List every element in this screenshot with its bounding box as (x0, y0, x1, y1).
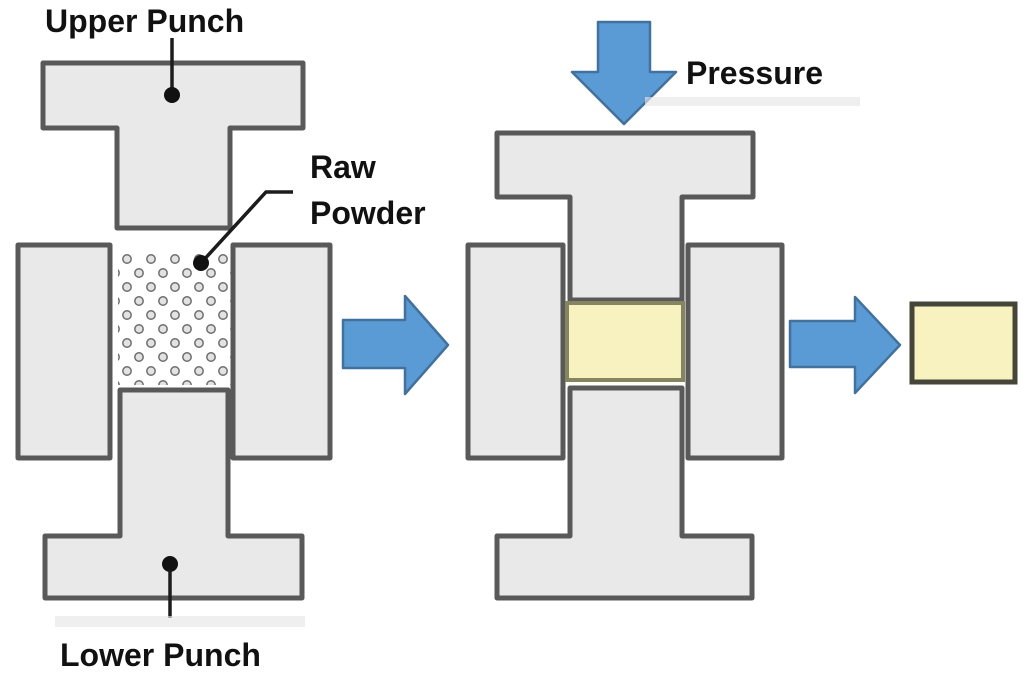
flow-arrow-right-1-icon (341, 294, 450, 396)
raw-powder-leader-line (199, 190, 293, 265)
lower-punch-leader-dot (162, 556, 178, 572)
upper-punch-label: Upper Punch (45, 3, 244, 39)
erased-text-artifact (55, 616, 305, 627)
raw-powder-label-line2: Powder (310, 195, 426, 231)
erased-text-artifact-2 (645, 97, 860, 106)
pressure-down-arrow-icon (570, 20, 678, 126)
die-right-shape (230, 242, 333, 461)
upper-punch-shape (40, 60, 306, 231)
die-left-pressed-shape (465, 242, 566, 461)
lower-punch-label: Lower Punch (60, 637, 261, 673)
die-right-pressed-shape (685, 242, 785, 461)
raw-powder-leader-dot (193, 255, 209, 271)
upper-punch-leader-dot (164, 87, 180, 103)
stage-die-filling: Upper Punch Raw Powder Lower Punch (15, 3, 426, 673)
pressure-label: Pressure (686, 55, 823, 91)
stage-ejected-compact (909, 301, 1018, 385)
ejected-pellet-shape (909, 301, 1018, 385)
raw-powder-fill (118, 252, 231, 385)
stage-compaction: Pressure (465, 20, 860, 601)
die-left-shape (15, 242, 113, 461)
lower-punch-pressed-shape (494, 385, 755, 601)
compacted-powder-shape (565, 301, 685, 382)
lower-punch-shape (42, 387, 305, 601)
upper-punch-pressed-shape (494, 130, 756, 303)
flow-arrow-right-2-icon (788, 295, 902, 395)
raw-powder-label-line1: Raw (310, 149, 376, 185)
